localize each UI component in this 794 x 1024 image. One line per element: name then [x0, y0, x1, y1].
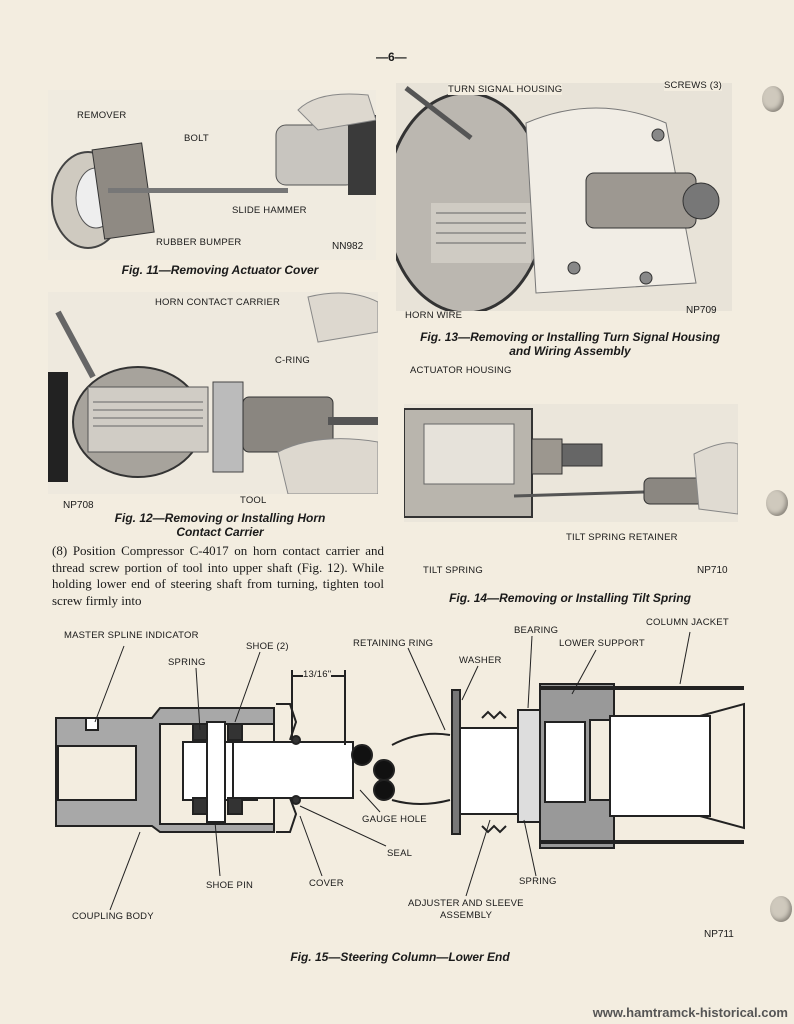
fig15-label-master-spline-indicator: MASTER SPLINE INDICATOR [64, 630, 199, 641]
fig15-label-lower-support: LOWER SUPPORT [559, 638, 645, 649]
fig15-label-cover: COVER [309, 878, 344, 889]
fig12-caption-line1: Fig. 12—Removing or Installing Horn [114, 511, 326, 525]
fig13-label-screws: SCREWS (3) [664, 80, 722, 91]
binder-hole-middle [766, 490, 788, 516]
fig11-caption: Fig. 11—Removing Actuator Cover [121, 263, 319, 277]
fig13-label-turn-signal-housing: TURN SIGNAL HOUSING [448, 84, 563, 95]
fig12-code: NP708 [63, 500, 94, 511]
fig13-label-horn-wire: HORN WIRE [405, 310, 463, 321]
page-number: —6— [376, 50, 407, 64]
fig14-photo [404, 404, 738, 522]
fig15-label-washer: WASHER [459, 655, 502, 666]
fig13-illustration [396, 86, 720, 311]
fig15-label-dimension: 13/16" [303, 669, 332, 680]
fig15-label-adjuster-line1: ADJUSTER AND SLEEVE [408, 898, 524, 909]
fig14-label-tilt-spring: TILT SPRING [423, 565, 483, 576]
fig15-code: NP711 [704, 929, 734, 940]
fig13-code: NP709 [686, 305, 717, 316]
fig14-caption: Fig. 14—Removing or Installing Tilt Spri… [449, 591, 691, 605]
fig14-illustration [404, 408, 738, 518]
fig15-label-adjuster-line2: ASSEMBLY [440, 910, 493, 921]
fig11-label-rubber-bumper: RUBBER BUMPER [156, 237, 242, 248]
fig14-code: NP710 [697, 565, 728, 576]
fig15-label-bearing: BEARING [514, 625, 559, 636]
fig15-label-column-jacket: COLUMN JACKET [646, 617, 729, 628]
fig11-label-remover: REMOVER [77, 110, 127, 121]
fig15-label-gauge-hole: GAUGE HOLE [362, 814, 427, 825]
fig14-label-tilt-spring-retainer: TILT SPRING RETAINER [566, 532, 678, 543]
fig15-label-retaining-ring: RETAINING RING [353, 638, 434, 649]
fig13-caption-line2: and Wiring Assembly [509, 344, 631, 358]
fig12-photo [48, 292, 378, 494]
fig12-label-tool: TOOL [240, 495, 267, 506]
fig14-label-actuator-housing: ACTUATOR HOUSING [410, 365, 512, 376]
fig15-caption: Fig. 15—Steering Column—Lower End [290, 950, 510, 964]
body-text-step-8: (8) Position Compressor C-4017 on horn c… [52, 543, 384, 608]
fig13-photo [396, 83, 732, 311]
fig11-photo [48, 90, 376, 260]
fig15-label-spring-right: SPRING [519, 876, 557, 887]
fig12-illustration [48, 292, 378, 494]
fig11-illustration [51, 93, 376, 249]
fig15-label-coupling-body: COUPLING BODY [72, 911, 154, 922]
binder-hole-top [762, 86, 784, 112]
fig11-code: NN982 [332, 241, 364, 252]
fig15-label-spring-left: SPRING [168, 657, 206, 668]
watermark: www.hamtramck-historical.com [592, 1005, 788, 1020]
fig11-label-slide-hammer: SLIDE HAMMER [232, 205, 307, 216]
fig11-label-bolt: BOLT [184, 133, 209, 144]
fig12-label-horn-contact-carrier: HORN CONTACT CARRIER [155, 297, 281, 308]
fig12-label-c-ring: C-RING [275, 355, 310, 366]
fig13-caption-line1: Fig. 13—Removing or Installing Turn Sign… [420, 330, 720, 344]
fig15-label-shoe-pin: SHOE PIN [206, 880, 253, 891]
fig12-caption-line2: Contact Carrier [176, 525, 264, 539]
fig15-label-seal: SEAL [387, 848, 413, 859]
fig15-label-shoe: SHOE (2) [246, 641, 289, 652]
binder-hole-bottom [770, 896, 792, 922]
